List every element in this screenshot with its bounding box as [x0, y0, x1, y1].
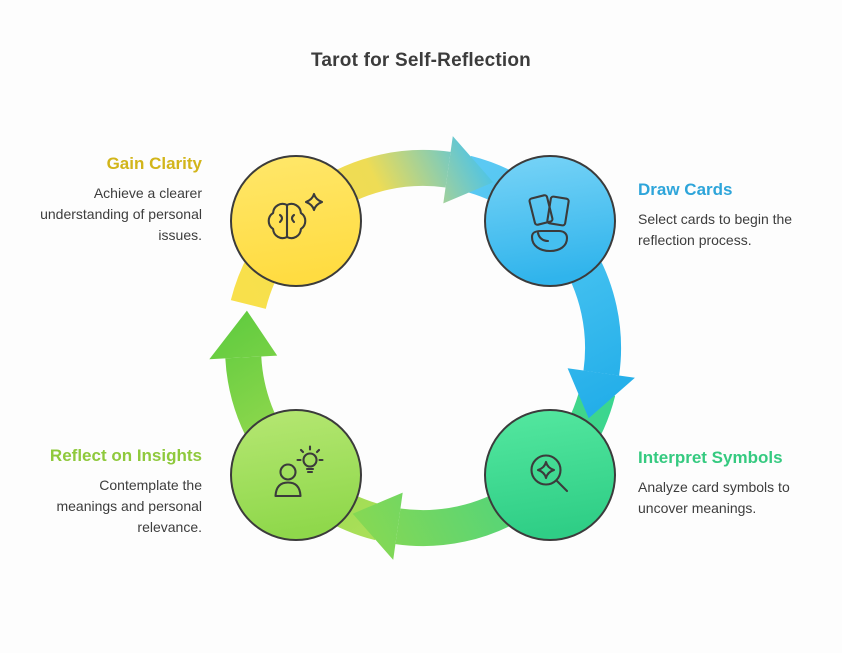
arrowhead-up-icon — [209, 310, 278, 360]
step-description-gain-clarity: Achieve a clearer understanding of perso… — [40, 185, 202, 243]
step-title-interpret-symbols: Interpret Symbols — [638, 448, 783, 467]
diagram-title: Tarot for Self-Reflection — [311, 50, 531, 71]
person-idea-icon — [274, 445, 324, 498]
brain-sparkle-icon — [267, 192, 324, 240]
magnifier-sparkle-icon — [530, 454, 569, 493]
step-block-gain-clarity: Gain Clarity Achieve a clearer understan… — [12, 154, 202, 246]
circle-interpret-symbols — [484, 409, 616, 541]
step-description-reflect-on-insights: Contemplate the meanings and personal re… — [56, 477, 202, 535]
step-description-draw-cards: Select cards to begin the reflection pro… — [638, 211, 793, 248]
arrowhead-left-icon — [352, 492, 403, 560]
arrowhead-right-icon — [443, 136, 494, 204]
arrowhead-down-icon — [567, 368, 635, 419]
step-title-gain-clarity: Gain Clarity — [106, 154, 202, 173]
circle-gain-clarity — [230, 155, 362, 287]
step-block-interpret-symbols: Interpret Symbols Analyze card symbols t… — [638, 448, 823, 519]
step-block-reflect-on-insights: Reflect on Insights Contemplate the mean… — [42, 446, 202, 538]
step-description-interpret-symbols: Analyze card symbols to uncover meanings… — [638, 479, 790, 516]
hand-cards-icon — [528, 194, 570, 253]
step-title-draw-cards: Draw Cards — [638, 180, 733, 199]
step-title-reflect-on-insights: Reflect on Insights — [49, 446, 202, 465]
step-block-draw-cards: Draw Cards Select cards to begin the ref… — [638, 180, 823, 251]
